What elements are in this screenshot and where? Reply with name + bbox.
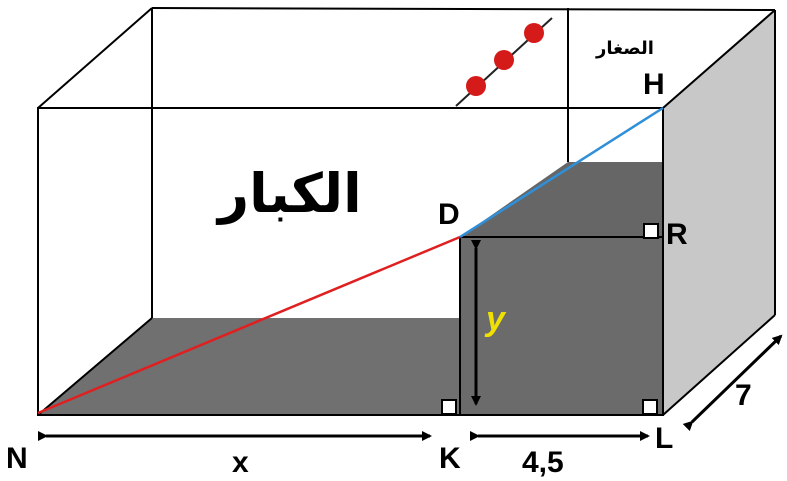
block-front-face xyxy=(460,237,663,415)
label-dim-y: y xyxy=(484,300,507,338)
label-dim-kl: 4,5 xyxy=(522,446,564,479)
red-dots xyxy=(466,23,544,96)
right-angle-markers xyxy=(441,223,659,415)
label-point-r: R xyxy=(666,218,688,251)
segment-dh xyxy=(459,106,664,239)
label-adults: الكبار xyxy=(215,162,362,225)
label-point-k: K xyxy=(439,442,461,475)
right-face xyxy=(663,10,775,415)
label-point-n: N xyxy=(6,442,28,475)
label-dim-x: x xyxy=(232,446,249,479)
label-point-h: H xyxy=(643,68,665,101)
box-edges xyxy=(37,7,776,416)
label-point-d: D xyxy=(438,198,460,231)
label-point-l: L xyxy=(655,422,673,455)
depth-arrow xyxy=(682,334,783,432)
block-top xyxy=(460,162,663,237)
segment-nd xyxy=(37,235,461,415)
label-children: الصغار xyxy=(595,38,654,59)
label-dim-depth: 7 xyxy=(735,379,752,412)
floor-shaded xyxy=(38,318,460,415)
